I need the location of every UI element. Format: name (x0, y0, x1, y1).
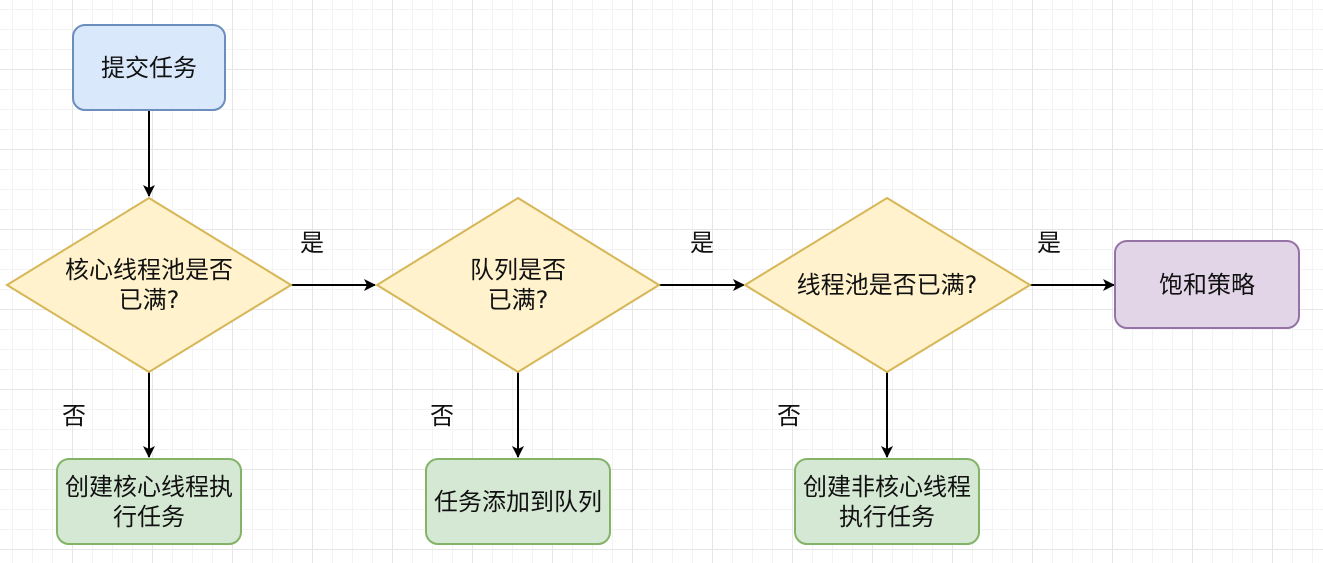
node-submit-shape (72, 24, 226, 111)
node-queue-full-shape (375, 196, 661, 374)
node-core-full-label: 核心线程池是否已满? (65, 256, 233, 314)
node-submit-label: 提交任务 (101, 53, 197, 82)
node-create-noncore-shape (794, 458, 980, 545)
node-create-core-label: 创建核心线程执行任务 (65, 472, 233, 531)
edge-label-yes-2: 是 (690, 229, 714, 257)
edge-label-no-1: 否 (62, 402, 86, 430)
node-saturation-label: 饱和策略 (1159, 270, 1255, 299)
node-add-queue-shape (425, 458, 611, 545)
node-saturation-shape (1114, 240, 1300, 329)
edge-label-yes-1: 是 (300, 229, 324, 257)
node-pool-full-label: 线程池是否已满? (796, 271, 978, 299)
node-core-full-shape (5, 196, 293, 374)
node-pool-full-shape (743, 196, 1032, 374)
node-add-queue-label: 任务添加到队列 (434, 487, 602, 516)
node-queue-full-label: 队列是否已满? (470, 256, 566, 314)
node-create-noncore-label: 创建非核心线程执行任务 (803, 472, 971, 531)
edge-label-no-3: 否 (777, 402, 801, 430)
edge-label-no-2: 否 (430, 402, 454, 430)
edge-label-yes-3: 是 (1037, 229, 1061, 257)
node-create-core-shape (56, 458, 242, 545)
